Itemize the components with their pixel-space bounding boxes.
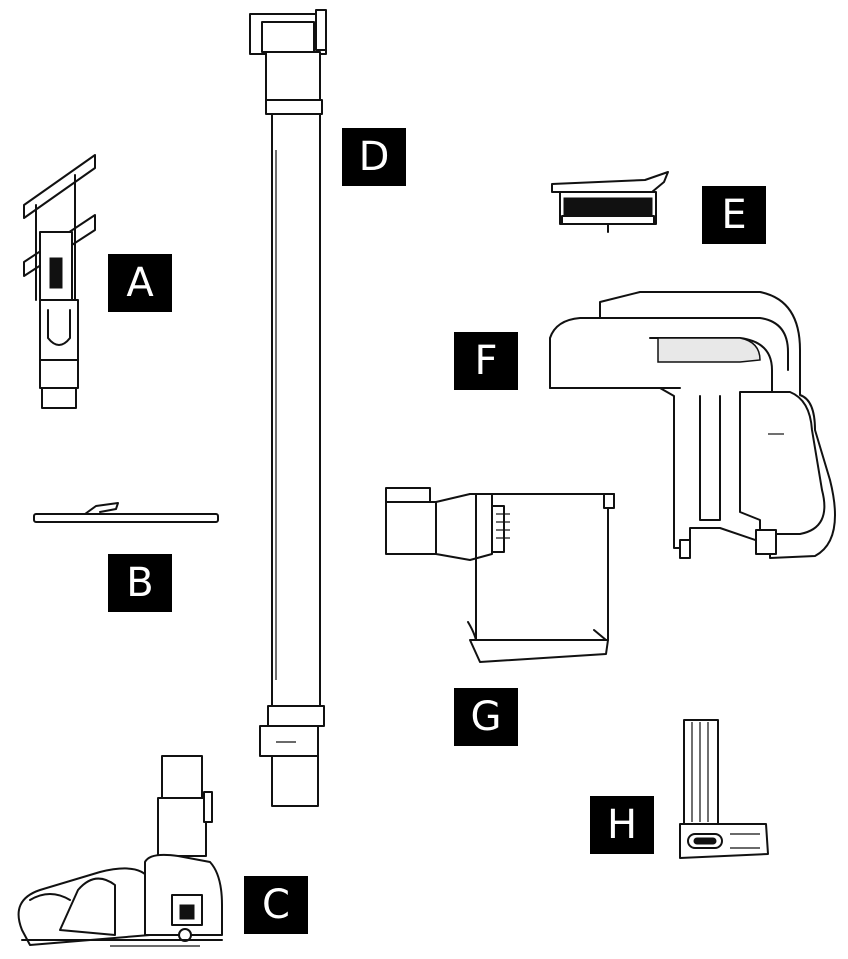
motor-handle-icon xyxy=(549,291,836,559)
brush-attachment-icon xyxy=(23,154,96,409)
dust-container-icon xyxy=(385,487,615,663)
part-label-a: A xyxy=(108,254,172,312)
part-label-g-text: G xyxy=(470,694,502,740)
floor-head-icon xyxy=(17,755,223,947)
part-label-h: H xyxy=(590,796,654,854)
crevice-strip-icon xyxy=(33,502,219,523)
part-label-e: E xyxy=(702,186,766,244)
filter-icon xyxy=(551,171,669,233)
part-label-c: C xyxy=(244,876,308,934)
part-label-h-text: H xyxy=(606,802,638,848)
extension-tube-icon xyxy=(249,9,327,807)
part-label-d: D xyxy=(342,128,406,186)
part-label-f: F xyxy=(454,332,518,390)
battery-pack-icon xyxy=(679,719,769,859)
part-label-b-text: B xyxy=(126,560,154,606)
part-label-d-text: D xyxy=(358,134,390,180)
part-label-e-text: E xyxy=(721,192,747,238)
part-label-f-text: F xyxy=(474,338,498,384)
part-label-g: G xyxy=(454,688,518,746)
part-label-c-text: C xyxy=(262,882,290,928)
part-label-a-text: A xyxy=(126,260,154,306)
part-label-b: B xyxy=(108,554,172,612)
